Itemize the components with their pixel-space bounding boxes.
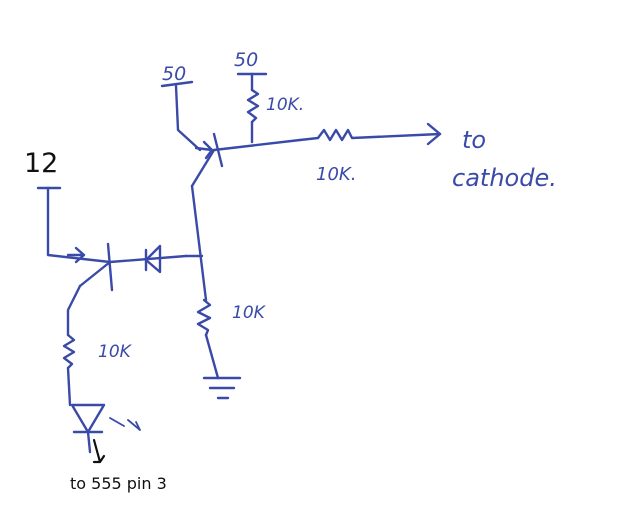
transistor-top xyxy=(190,132,302,188)
base-resistor-branch xyxy=(62,284,82,407)
output-label-line1: to xyxy=(462,126,486,154)
output-label-line2: cathode. xyxy=(452,164,557,192)
resistor-emitter-label: 10K xyxy=(232,303,267,323)
resistor-top-label: 10K. xyxy=(266,95,304,115)
input-arrow xyxy=(92,438,106,464)
diode-between xyxy=(144,244,162,274)
series-resistor xyxy=(298,122,442,146)
emitter-branch xyxy=(184,184,220,380)
input-label: to 555 pin 3 xyxy=(70,474,167,493)
resistor-series-label: 10K. xyxy=(316,164,356,185)
top-supply-left xyxy=(160,80,202,152)
resistor-base-label: 10K xyxy=(98,342,133,362)
supply-label-top-left: 50 xyxy=(162,63,186,85)
transistor-left xyxy=(66,242,188,292)
top-supply-right xyxy=(236,72,268,144)
left-supply-rail xyxy=(36,186,112,264)
supply-label-top-right: 50 xyxy=(234,49,258,71)
led-symbol xyxy=(70,403,141,454)
supply-label-12: 12 xyxy=(24,148,58,179)
ground-symbol xyxy=(202,376,242,400)
